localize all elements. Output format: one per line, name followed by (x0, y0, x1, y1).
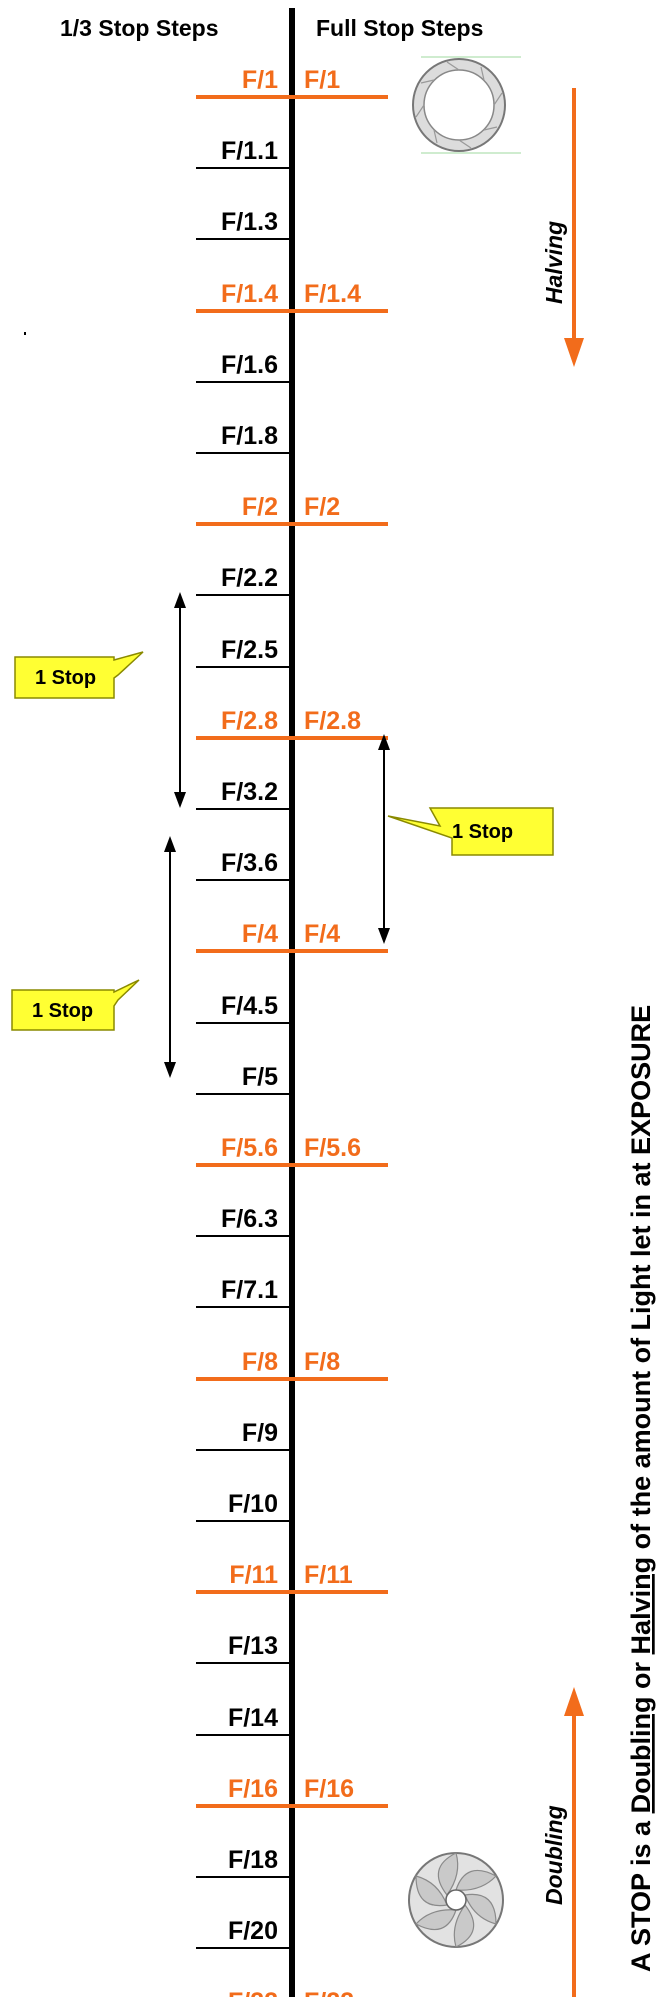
third-stop-label-full: F/1 (242, 66, 278, 94)
third-stop-label-full: F/1.4 (221, 280, 278, 308)
one-stop-span-arrow-left-lower (164, 836, 176, 1078)
third-stop-label-full: F/11 (229, 1561, 278, 1589)
third-stop-label-full: F/5.6 (221, 1134, 278, 1162)
full-stop-label: F/2.8 (304, 707, 361, 735)
third-stop-label: F/7.1 (221, 1276, 278, 1304)
caption-halving: Halving (626, 1557, 656, 1655)
third-stop-label: F/2.5 (221, 636, 278, 664)
third-stop-label-full: F/2 (242, 493, 278, 521)
full-stop-label: F/1.4 (304, 280, 361, 308)
aperture-stopped-down-icon (408, 1852, 504, 1948)
one-stop-callout-right: 1 Stop (387, 807, 554, 856)
header-full-stop: Full Stop Steps (316, 15, 483, 41)
halving-arrow (564, 88, 584, 367)
third-stop-label: F/5 (242, 1063, 278, 1091)
third-stop-label: F/6.3 (221, 1205, 278, 1233)
third-stop-label: F/3.2 (221, 778, 278, 806)
third-stop-label-full: F/8 (242, 1348, 278, 1376)
third-stop-label: F/1.6 (221, 351, 278, 379)
aperture-wide-open-icon (412, 56, 521, 154)
stray-dot (24, 332, 26, 335)
third-stop-label: F/10 (228, 1490, 278, 1518)
third-stop-label: F/1.1 (221, 137, 278, 165)
stop-definition-caption: A STOP is a Doubling or Halving of the a… (626, 1005, 656, 1972)
third-stop-label: F/14 (228, 1704, 278, 1732)
full-stop-label: F/11 (304, 1561, 353, 1589)
one-stop-span-arrow-right (378, 734, 390, 944)
caption-doubling: Doubling (626, 1696, 656, 1813)
full-stop-label: F/22 (304, 1988, 354, 1997)
halving-label: Halving (541, 221, 567, 304)
full-stop-label: F/4 (304, 920, 340, 948)
full-stop-label: F/1 (304, 66, 340, 94)
caption-part-2: or (626, 1654, 656, 1696)
third-stop-label-full: F/4 (242, 920, 278, 948)
header-third-stop: 1/3 Stop Steps (60, 15, 218, 41)
doubling-arrow (564, 1687, 584, 1997)
one-stop-callout-upper-left: 1 Stop (14, 651, 144, 699)
third-stop-label: F/20 (228, 1917, 278, 1945)
third-stop-label: F/18 (228, 1846, 278, 1874)
callout-label: 1 Stop (35, 667, 96, 689)
full-stop-label: F/8 (304, 1348, 340, 1376)
third-stop-label: F/3.6 (221, 849, 278, 877)
full-stop-label: F/2 (304, 493, 340, 521)
full-stop-label: F/16 (304, 1775, 354, 1803)
one-stop-callout-lower-left: 1 Stop (11, 979, 140, 1031)
third-stop-label: F/1.3 (221, 208, 278, 236)
full-stop-label: F/5.6 (304, 1134, 361, 1162)
doubling-label: Doubling (541, 1805, 567, 1905)
third-stop-label-full: F/22 (228, 1988, 278, 1997)
callout-label: 1 Stop (452, 821, 513, 843)
caption-part-3: of the amount of Light let in at EXPOSUR… (626, 1005, 656, 1557)
third-stop-label-full: F/16 (228, 1775, 278, 1803)
third-stop-label-full: F/2.8 (221, 707, 278, 735)
third-stop-label: F/2.2 (221, 564, 278, 592)
one-stop-span-arrow-left-upper (174, 592, 186, 808)
third-stop-label: F/1.8 (221, 422, 278, 450)
callout-label: 1 Stop (32, 1000, 93, 1022)
third-stop-label: F/13 (228, 1632, 278, 1660)
caption-part-1: A STOP is a (626, 1813, 656, 1972)
third-stop-label: F/9 (242, 1419, 278, 1447)
third-stop-label: F/4.5 (221, 992, 278, 1020)
